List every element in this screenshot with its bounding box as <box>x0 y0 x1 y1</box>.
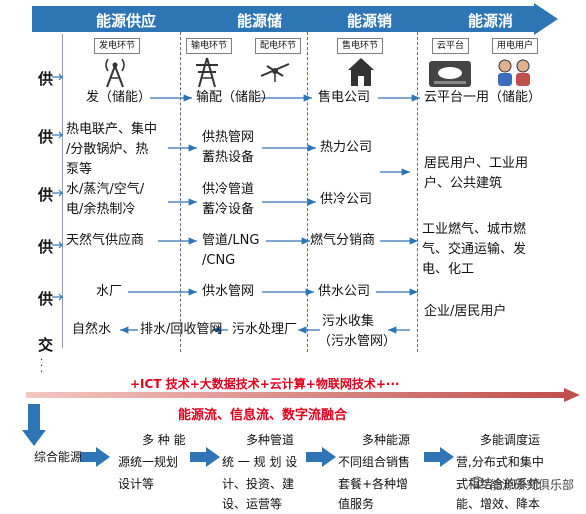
separator-3 <box>417 32 418 352</box>
users-icon <box>498 59 530 86</box>
header-arrow-head <box>534 3 558 35</box>
bottom-step-5-line-3: 式相结合的系统 <box>456 477 541 491</box>
side-label-supply-5: 供 <box>38 290 54 308</box>
down-arrow <box>22 404 46 446</box>
heat-supply-line-3: 泵等 <box>66 162 93 177</box>
heat-sell: 热力公司 <box>320 140 373 155</box>
heat-supply-line-2: /分散锅炉、热 <box>66 142 149 157</box>
bottom-step-2-line-3: 设计等 <box>118 477 155 491</box>
heat-supply-line-1: 热电联产、集中 <box>66 122 158 137</box>
vertical-dots: ··· <box>40 355 44 378</box>
house-icon <box>348 58 374 86</box>
chip-generation: 发电环节 <box>94 38 141 54</box>
chip-selling: 售电环节 <box>337 38 384 54</box>
separator-2 <box>307 32 308 352</box>
bottom-step-4-line-1: 多种能源 <box>362 433 411 447</box>
power-sell: 售电公司 <box>318 90 371 105</box>
separator-1 <box>180 32 181 352</box>
cold-store-line-1: 供冷管道 <box>202 182 255 197</box>
sewage-collect-line-1: 污水收集 <box>322 314 375 329</box>
power-store: 输配（储能） <box>196 90 275 105</box>
gas-use-line-2: 气、交通运输、发 <box>422 242 527 257</box>
gas-store-line-1: 管道/LNG <box>202 233 260 248</box>
bottom-step-4-line-3: 套餐+各种增 <box>338 477 409 491</box>
water-use: 企业/居民用户 <box>424 304 507 319</box>
gas-store-line-2: /CNG <box>202 253 236 268</box>
bottom-step-3-line-3: 计、投资、建 <box>222 477 295 491</box>
header-col-supply: 能源供应 <box>96 12 157 30</box>
radio-tower-icon <box>105 58 125 88</box>
water-sell: 供水公司 <box>318 284 371 299</box>
gas-use-line-1: 工业燃气、城市燃 <box>422 222 527 237</box>
heat-cold-use-line-1: 居民用户、工业用 <box>424 156 529 171</box>
flow-arrows <box>120 94 420 334</box>
cold-supply-line-1: 水/蒸汽/空气/ <box>66 182 145 197</box>
side-label-supply-2: 供 <box>38 128 54 146</box>
left-border-line <box>62 34 63 348</box>
tech-arrow <box>26 388 580 402</box>
bottom-step-2-line-2: 源统一规划 <box>118 455 179 469</box>
bottom-block-arrows <box>80 447 454 467</box>
sewage-treat: 污水处理厂 <box>232 322 298 337</box>
heat-store-line-2: 蓄热设备 <box>202 150 255 165</box>
side-label-supply-4: 供 <box>38 238 54 256</box>
power-supply: 发（储能） <box>86 90 152 105</box>
bottom-step-3-line-4: 设、运营等 <box>222 497 283 511</box>
bottom-step-5-line-4: 能、增效、降本 <box>456 497 541 511</box>
watermark-text: 能源研究俱乐部 <box>490 478 575 492</box>
cold-sell: 供冷公司 <box>320 192 373 207</box>
side-arrows <box>52 73 63 301</box>
water-store: 供水管网 <box>202 284 255 299</box>
cold-supply-line-2: 电/余热制冷 <box>66 202 136 217</box>
chip-user: 用电用户 <box>492 38 539 54</box>
sewage-drain: 排水/回收管网 <box>140 322 223 337</box>
side-label-exchange: 交 <box>38 336 54 354</box>
bottom-step-5-line-1: 多能调度运 <box>480 433 541 447</box>
bottom-step-5-line-2: 营,分布式和集中 <box>456 455 544 469</box>
cloud-server-icon <box>429 61 471 87</box>
header-col-store: 能源储 <box>237 12 283 30</box>
chip-transmission: 输电环节 <box>186 38 233 54</box>
cold-store-line-2: 蓄冷设备 <box>202 202 255 217</box>
header-col-sell: 能源销 <box>347 12 393 30</box>
distribution-line-icon <box>260 63 290 82</box>
bottom-step-4-line-2: 不同组合销售 <box>338 455 411 469</box>
header-bar <box>32 6 536 32</box>
bottom-step-3-line-1: 多种管道 <box>246 433 295 447</box>
fusion-line-text: 能源流、信息流、数字流融合 <box>178 408 348 423</box>
header-col-consume: 能源消 <box>468 12 514 30</box>
side-label-supply-1: 供 <box>38 70 54 88</box>
side-label-supply-3: 供 <box>38 186 54 204</box>
tech-line-text: +ICT 技术+大数据技术+云计算+物联网技术+··· <box>130 377 400 391</box>
wechat-icon <box>470 476 488 489</box>
sewage-nature: 自然水 <box>72 322 112 337</box>
power-pylon-icon <box>196 57 218 88</box>
bottom-step-1: 综合能源 <box>34 450 83 464</box>
chip-distribution: 配电环节 <box>255 38 302 54</box>
water-supply: 水厂 <box>96 284 123 299</box>
power-use: 云平台一用（储能） <box>424 90 542 105</box>
gas-supply: 天然气供应商 <box>66 233 145 248</box>
gas-sell: 燃气分销商 <box>310 233 376 248</box>
bottom-step-2-line-1: 多 种 能 <box>142 433 186 447</box>
sewage-collect-line-2: （污水管网） <box>318 334 397 349</box>
heat-store-line-1: 供热管网 <box>202 130 255 145</box>
bottom-step-4-line-4: 值服务 <box>338 497 375 511</box>
heat-cold-use-line-2: 户、公共建筑 <box>424 176 503 191</box>
chip-cloud: 云平台 <box>432 38 470 54</box>
gas-use-line-3: 电、化工 <box>422 262 475 277</box>
bottom-step-3-line-2: 统 一 规 划 设 <box>222 455 298 469</box>
